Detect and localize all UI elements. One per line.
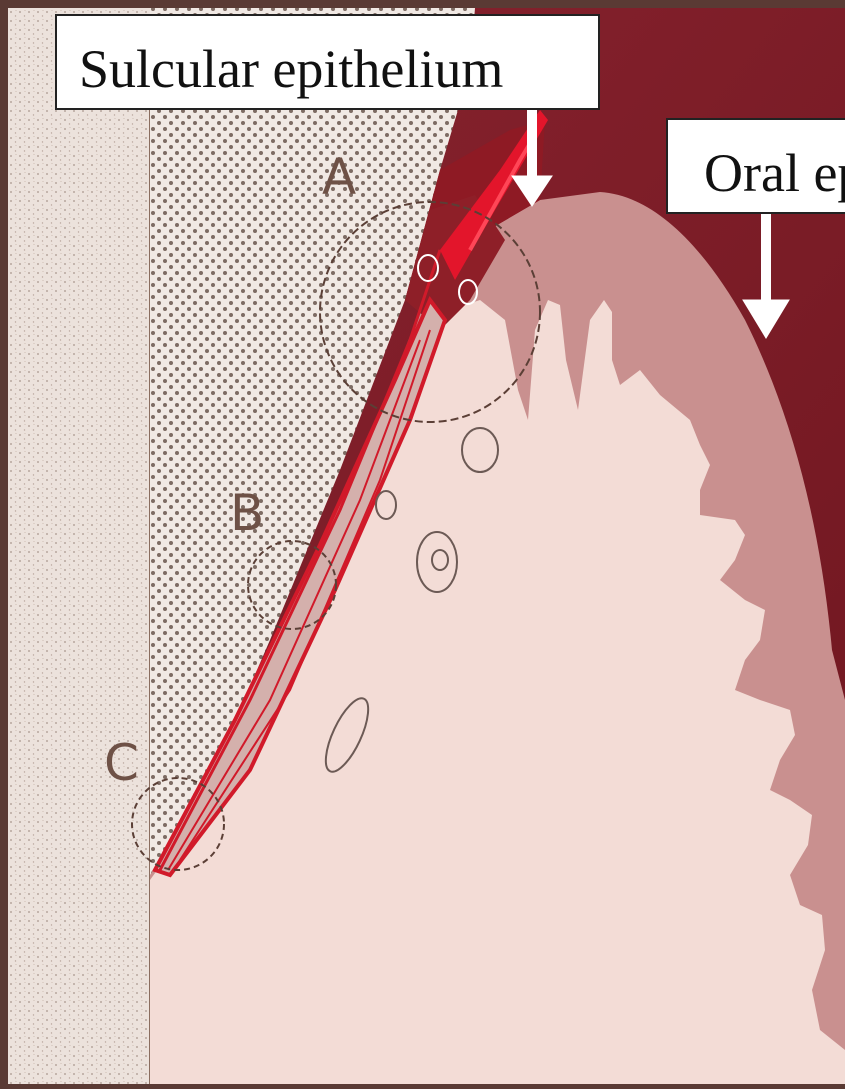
oral-epithelium-label: Oral epithelium <box>666 118 845 214</box>
region-label-c: C <box>104 734 139 792</box>
region-label-b: B <box>230 484 264 542</box>
region-label-a: A <box>322 148 356 206</box>
sulcular-epithelium-label: Sulcular epithelium <box>55 14 600 110</box>
tooth-root-area <box>8 8 150 1084</box>
